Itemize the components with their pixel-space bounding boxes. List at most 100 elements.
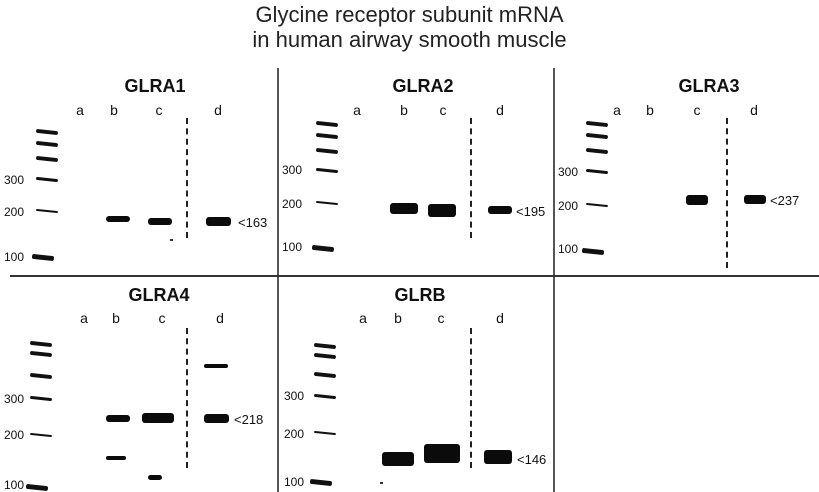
ladder-band [29, 432, 53, 438]
pcr-band-c [686, 195, 708, 205]
size-marker-100: 100 [557, 242, 578, 256]
panel-title: GLRA1 [124, 76, 186, 96]
product-size-label: <237 [770, 193, 800, 208]
panel-title: GLRA3 [678, 76, 740, 96]
ladder-band [315, 132, 339, 140]
lane-label-a: a [80, 310, 88, 326]
ladder-band [585, 132, 609, 140]
lane-label-a: a [359, 310, 367, 326]
ladder-band [315, 167, 339, 174]
ladder-band [313, 352, 337, 360]
lane-label-b: b [110, 102, 118, 118]
ladder-band [29, 372, 53, 380]
ladder-band [309, 478, 333, 487]
size-marker-300: 300 [3, 173, 24, 187]
pcr-band-b [106, 216, 130, 222]
size-marker-200: 200 [281, 197, 302, 211]
ladder-band [581, 247, 605, 256]
ladder-band [313, 393, 337, 400]
lane-label-c: c [439, 102, 447, 118]
lane-separator-dashed [470, 118, 472, 238]
ladder-band [35, 155, 59, 163]
ladder-band [315, 200, 339, 206]
lane-label-c: c [158, 310, 166, 326]
figure-title-line1: Glycine receptor subunit mRNA [255, 2, 564, 27]
pcr-band-b [390, 203, 418, 214]
lane-label-a: a [353, 102, 361, 118]
product-size-label: <195 [516, 204, 546, 219]
lane-label-b: b [400, 102, 408, 118]
panel-divider-vertical-1 [277, 68, 279, 492]
pcr-band-c [148, 218, 172, 225]
pcr-band-d [744, 195, 766, 204]
gel-speck [380, 482, 383, 484]
product-size-label: <146 [517, 452, 547, 467]
ladder-band [585, 120, 609, 128]
size-marker-200: 200 [3, 428, 24, 442]
gel-speck [170, 239, 173, 241]
lane-label-d: d [214, 102, 222, 118]
ladder-band [315, 120, 339, 128]
lane-label-b: b [394, 310, 402, 326]
lane-label-c: c [693, 102, 701, 118]
pcr-band-c-upper [142, 413, 174, 423]
size-marker-300: 300 [283, 389, 304, 403]
ladder-band [585, 147, 609, 155]
ladder-band [311, 244, 335, 253]
pcr-band-c [428, 204, 456, 217]
pcr-band-d [206, 217, 231, 226]
pcr-band-c [424, 444, 460, 463]
size-marker-300: 300 [557, 165, 578, 179]
ladder-band [35, 176, 59, 183]
ladder-band [313, 430, 337, 436]
lane-label-d: d [216, 310, 224, 326]
size-marker-300: 300 [3, 392, 24, 406]
lane-label-b: b [112, 310, 120, 326]
size-marker-100: 100 [3, 478, 24, 492]
ladder-band [29, 395, 53, 402]
figure-title-line2: in human airway smooth muscle [252, 27, 567, 52]
size-marker-100: 100 [3, 250, 24, 264]
pcr-band-d [488, 206, 512, 214]
ladder-band [35, 140, 59, 148]
size-marker-200: 200 [283, 427, 304, 441]
pcr-band-d [484, 450, 512, 464]
lane-separator-dashed [470, 328, 472, 468]
panel-title: GLRA2 [392, 76, 454, 96]
lane-separator-dashed [186, 328, 188, 468]
ladder-band [35, 128, 59, 136]
ladder-band [313, 371, 337, 379]
size-marker-200: 200 [3, 205, 24, 219]
pcr-band-d-upper [204, 364, 228, 368]
product-size-label: <163 [238, 215, 268, 230]
ladder-band [29, 340, 53, 348]
size-marker-100: 100 [281, 240, 302, 254]
lane-label-c: c [155, 102, 163, 118]
lane-separator-dashed [186, 118, 188, 238]
lane-label-d: d [750, 102, 758, 118]
ladder-band [313, 342, 337, 350]
ladder-band [29, 350, 53, 358]
panel-title: GLRB [394, 285, 446, 305]
ladder-band [585, 168, 609, 175]
pcr-band-d [204, 414, 229, 423]
lane-label-a: a [613, 102, 621, 118]
size-marker-100: 100 [283, 475, 304, 489]
size-marker-200: 200 [557, 199, 578, 213]
lane-label-a: a [76, 102, 84, 118]
ladder-band [315, 147, 339, 155]
panel-divider-horizontal [10, 275, 819, 277]
pcr-band-b-lower [106, 456, 126, 460]
panel-divider-vertical-2 [553, 68, 555, 492]
lane-separator-dashed [726, 118, 728, 268]
lane-label-d: d [496, 102, 504, 118]
ladder-band [25, 483, 49, 492]
ladder-band [585, 202, 609, 208]
pcr-band-b-upper [106, 415, 130, 422]
lane-label-c: c [437, 310, 445, 326]
size-marker-300: 300 [281, 163, 302, 177]
product-size-label: <218 [234, 412, 264, 427]
pcr-band-b [382, 452, 414, 466]
lane-label-d: d [496, 310, 504, 326]
panel-title: GLRA4 [128, 285, 190, 305]
